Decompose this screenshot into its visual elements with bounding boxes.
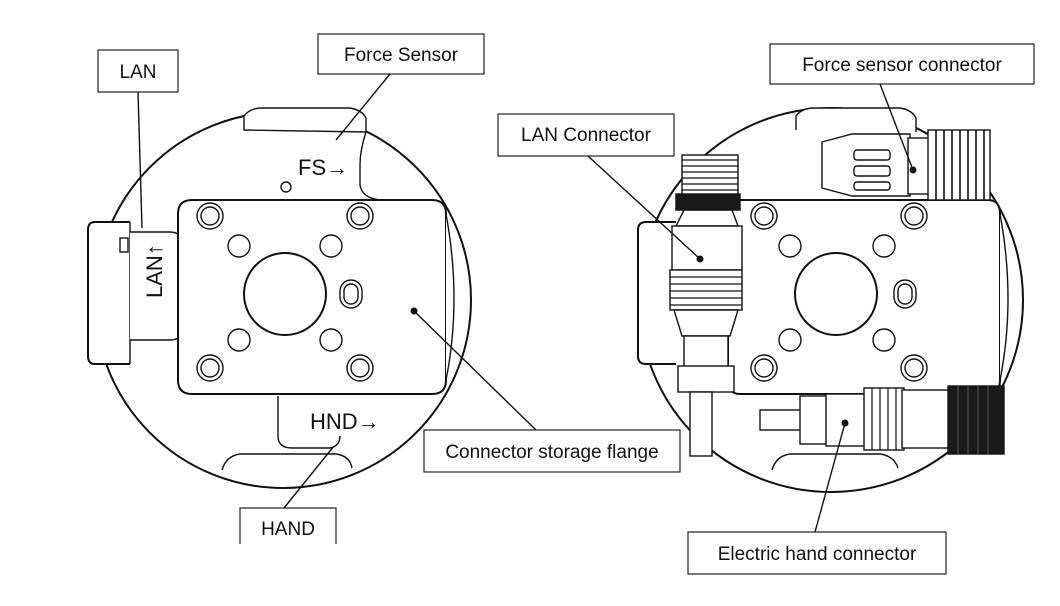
left-flange: FS→ LAN↑ HND→: [87, 107, 472, 489]
etched-hnd-marking: HND→: [310, 409, 380, 434]
etched-lan-marking: LAN↑: [142, 244, 167, 298]
callout-hand-text: HAND: [261, 519, 315, 540]
left-center-bore: [243, 252, 327, 336]
leader-flange: [413, 310, 537, 431]
left-screw-holes: [196, 202, 374, 382]
right-bottom-slot: [771, 453, 899, 471]
callout-force-sensor-connector: Force sensor connector: [769, 43, 1035, 85]
left-fs-recess: [359, 131, 381, 201]
callout-lan: LAN: [97, 49, 179, 93]
callout-force-sensor-text: Force Sensor: [344, 45, 459, 66]
leader-force-sensor-connector: [879, 83, 914, 171]
leader-lines: [137, 73, 914, 533]
left-lan-tab-notch: [119, 237, 129, 253]
etched-fs-marking: FS→: [298, 155, 348, 180]
right-side-tab: [637, 221, 676, 365]
leader-force-sensor: [335, 73, 391, 141]
callout-hand: HAND: [238, 507, 338, 552]
right-screw-holes: [750, 202, 928, 382]
callout-lan-connector-text: LAN Connector: [521, 125, 652, 146]
lan-connector-plug: [669, 154, 743, 457]
leader-electric-hand-connector: [814, 422, 846, 533]
callout-connector-storage-flange-text: Connector storage flange: [445, 442, 658, 463]
callout-connector-storage-flange: Connector storage flange: [423, 429, 681, 473]
leader-hand: [283, 445, 335, 509]
left-hnd-recess: [277, 396, 341, 449]
right-top-slot: [795, 107, 917, 132]
callout-lan-connector: LAN Connector: [497, 113, 675, 157]
callout-force-sensor-connector-text: Force sensor connector: [802, 55, 1002, 76]
callout-electric-hand-connector: Electric hand connector: [687, 531, 947, 575]
electric-hand-connector-plug: [759, 385, 1005, 455]
left-bottom-slot: [221, 453, 353, 471]
left-plate-edge: [445, 213, 455, 381]
leader-lan-connector: [587, 155, 701, 260]
left-top-slot: [243, 107, 367, 133]
callout-lan-text: LAN: [120, 62, 157, 83]
left-pin-hole: [280, 181, 292, 193]
callout-electric-hand-connector-text: Electric hand connector: [718, 544, 917, 565]
left-lan-tab: [87, 221, 130, 365]
leader-lan: [137, 91, 143, 229]
right-center-bore: [794, 252, 878, 336]
right-flange: [637, 107, 1024, 493]
callout-force-sensor: Force Sensor: [317, 33, 485, 75]
force-sensor-connector-plug: [821, 129, 991, 201]
